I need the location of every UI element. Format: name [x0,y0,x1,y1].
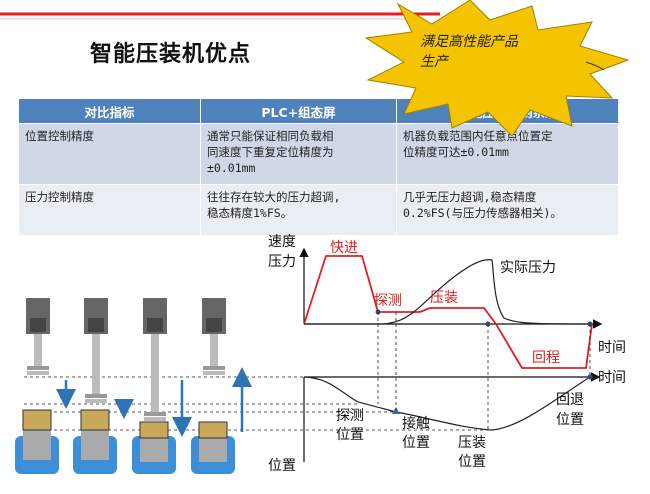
cell-line: 0.2%FS(与压力传感器相关)。 [403,206,562,220]
page-title: 智能压装机优点 [90,42,252,67]
press-station-4 [191,298,235,474]
table-cell-metric: 位置控制精度 [18,123,201,185]
table-header-metric: 对比指标 [18,98,201,124]
position-curve [303,376,591,431]
pos-label-probe-1: 探测 [336,408,364,424]
cell-line: 通常只能保证相同负载相 [207,129,334,143]
y-axis-top-label-2: 压力 [268,254,296,270]
speed-profile-line [303,255,593,369]
cell-line: ±0.01mm [207,161,256,175]
y-axis-top-label-1: 速度 [268,234,296,250]
cell-line: 同速度下重复定位精度为 [207,145,334,159]
stage-label-return: 回程 [532,350,560,366]
y-axis-bottom-label: 位置 [268,458,296,474]
table-cell-metric: 压力控制精度 [18,184,201,236]
cell-line: 几乎无压力超调,稳态精度 [403,190,537,204]
cell-line: 位精度可达±0.01mm [403,145,509,159]
pos-label-press-2: 位置 [458,454,486,470]
cell-line: 往往存在较大的压力超调, [207,190,341,204]
press-station-1 [15,298,59,474]
table-header-plc: PLC+组态屏 [200,98,397,124]
table-cell-plc: 往往存在较大的压力超调, 稳态精度1%FS。 [200,184,397,236]
actual-pressure-curve [304,259,591,325]
marker-dot [587,374,593,380]
press-station-3 [132,298,176,474]
table-row: 压力控制精度 往往存在较大的压力超调, 稳态精度1%FS。 几乎无压力超调,稳态… [18,184,619,236]
press-station-2 [73,298,117,474]
time-label-top: 时间 [598,340,626,356]
pos-label-press-1: 压装 [458,435,486,451]
comparison-table: 对比指标 PLC+组态屏 智能压力控制系统 位置控制精度 通常只能保证相同负载相… [18,98,619,236]
pos-label-retract-1: 回退 [556,392,584,408]
pos-label-contact-2: 位置 [402,435,430,451]
table-cell-smart: 几乎无压力超调,稳态精度 0.2%FS(与压力传感器相关)。 [396,184,619,236]
stage-label-press: 压装 [430,290,458,306]
cell-line: 稳态精度1%FS。 [207,206,293,220]
time-label-bottom: 时间 [598,370,626,386]
pos-label-retract-2: 位置 [556,412,584,428]
table-row: 位置控制精度 通常只能保证相同负载相 同速度下重复定位精度为 ±0.01mm 机… [18,123,619,185]
pos-label-probe-2: 位置 [336,427,364,443]
pos-label-contact-1: 接触 [402,415,430,432]
stage-label-fast: 快进 [330,240,358,256]
actual-pressure-label: 实际压力 [500,260,556,276]
stage-label-probe: 探测 [374,293,402,309]
